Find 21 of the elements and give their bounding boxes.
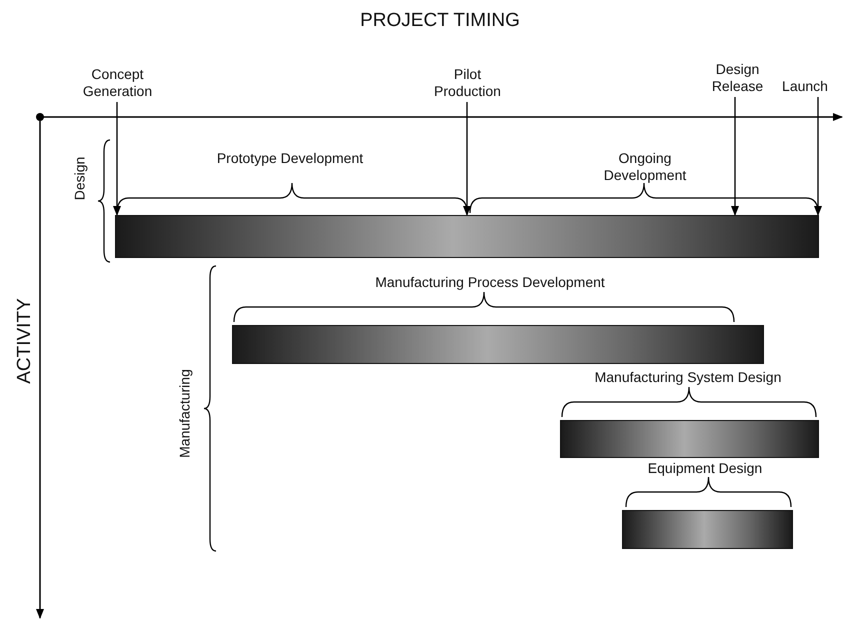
activity-bar [232,325,764,364]
milestone-arrow [113,102,121,216]
milestone-label: Pilot Production [420,60,515,100]
phase-label: Ongoing Development [602,150,688,184]
milestone-label: Launch [775,75,835,95]
axis-title: PROJECT TIMING [359,10,521,32]
group-label: Manufacturing [176,368,194,460]
activity-label: Manufacturing System Design [594,369,782,386]
axis-title: ACTIVITY [14,297,36,386]
milestone-label: Concept Generation [70,60,165,100]
activity-bar [115,215,819,258]
group-label: Design [72,156,88,202]
activity-label: Equipment Design [646,460,764,477]
activity-bar [560,420,819,458]
milestone-arrow [814,97,822,216]
milestone-label: Design Release [705,55,770,95]
milestone-arrow [731,97,739,216]
phase-label: Prototype Development [216,150,364,167]
activity-bar [622,510,793,549]
milestone-arrow [463,102,471,216]
activity-label: Manufacturing Process Development [374,274,606,291]
